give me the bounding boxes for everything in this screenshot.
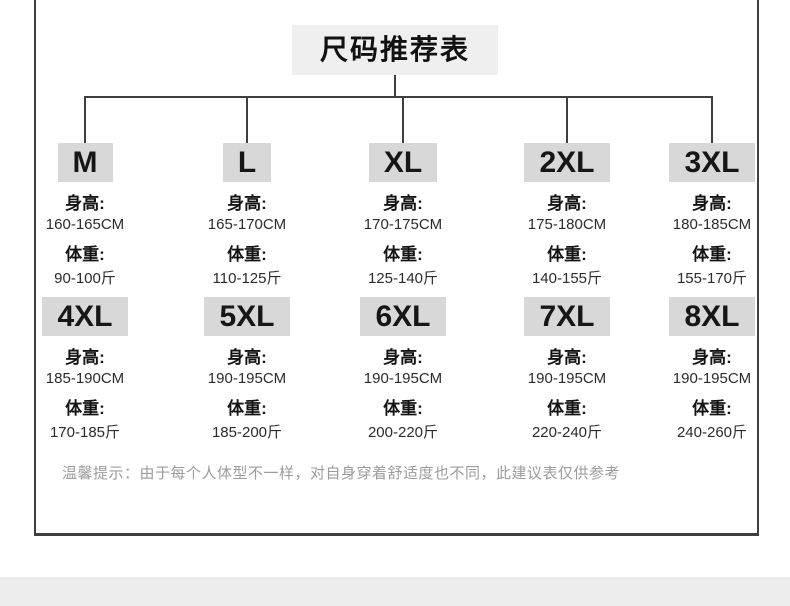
size-col-xl: XL 身高: 170-175CM 体重: 125-140斤: [328, 143, 478, 288]
height-label: 身高:: [65, 194, 105, 213]
height-label: 身高:: [227, 348, 267, 367]
height-value: 160-165CM: [45, 216, 125, 233]
size-col-5xl: 5XL 身高: 190-195CM 体重: 185-200斤: [172, 297, 322, 442]
size-chart-frame: [34, 0, 759, 536]
weight-value: 155-170斤: [676, 270, 748, 287]
size-badge: 3XL: [669, 143, 755, 182]
height-label: 身高:: [383, 194, 423, 213]
weight-value: 170-185斤: [49, 424, 121, 441]
weight-value: 200-220斤: [367, 424, 439, 441]
height-value: 175-180CM: [527, 216, 607, 233]
weight-label: 体重:: [227, 399, 267, 418]
height-label: 身高:: [547, 194, 587, 213]
height-label: 身高:: [65, 348, 105, 367]
size-badge: 4XL: [42, 297, 128, 336]
weight-label: 体重:: [65, 399, 105, 418]
bottom-divider-bar: [0, 577, 790, 606]
height-value: 190-195CM: [207, 370, 287, 387]
connector-drop-2xl: [566, 98, 568, 144]
height-value: 165-170CM: [207, 216, 287, 233]
connector-drop-m: [84, 98, 86, 144]
weight-label: 体重:: [227, 245, 267, 264]
weight-value: 125-140斤: [367, 270, 439, 287]
weight-value: 185-200斤: [211, 424, 283, 441]
weight-value: 220-240斤: [531, 424, 603, 441]
weight-value: 110-125斤: [212, 270, 282, 287]
weight-label: 体重:: [547, 399, 587, 418]
height-value: 180-185CM: [672, 216, 752, 233]
weight-label: 体重:: [692, 245, 732, 264]
weight-label: 体重:: [383, 399, 423, 418]
size-col-2xl: 2XL 身高: 175-180CM 体重: 140-155斤: [492, 143, 642, 288]
weight-value: 90-100斤: [54, 270, 116, 287]
size-badge: 5XL: [204, 297, 290, 336]
size-badge: 6XL: [360, 297, 446, 336]
chart-title: 尺码推荐表: [292, 25, 498, 75]
weight-label: 体重:: [383, 245, 423, 264]
weight-label: 体重:: [547, 245, 587, 264]
connector-horizontal-line: [84, 96, 713, 98]
size-badge: XL: [368, 143, 438, 182]
height-value: 190-195CM: [363, 370, 443, 387]
connector-drop-l: [246, 98, 248, 144]
size-badge: L: [222, 143, 272, 182]
disclaimer-note: 温馨提示：由于每个人体型不一样，对自身穿着舒适度也不同，此建议表仅供参考: [62, 465, 621, 482]
size-col-3xl: 3XL 身高: 180-185CM 体重: 155-170斤: [637, 143, 787, 288]
height-label: 身高:: [692, 194, 732, 213]
size-col-l: L 身高: 165-170CM 体重: 110-125斤: [172, 143, 322, 288]
height-label: 身高:: [692, 348, 732, 367]
size-col-6xl: 6XL 身高: 190-195CM 体重: 200-220斤: [328, 297, 478, 442]
size-badge: M: [57, 143, 113, 182]
height-value: 190-195CM: [527, 370, 607, 387]
size-badge: 8XL: [669, 297, 755, 336]
height-value: 185-190CM: [45, 370, 125, 387]
height-label: 身高:: [227, 194, 267, 213]
connector-root-line: [394, 75, 396, 96]
size-col-m: M 身高: 160-165CM 体重: 90-100斤: [10, 143, 160, 288]
size-col-7xl: 7XL 身高: 190-195CM 体重: 220-240斤: [492, 297, 642, 442]
size-badge: 2XL: [524, 143, 610, 182]
size-col-4xl: 4XL 身高: 185-190CM 体重: 170-185斤: [10, 297, 160, 442]
weight-value: 240-260斤: [676, 424, 748, 441]
size-badge: 7XL: [524, 297, 610, 336]
connector-drop-3xl: [711, 98, 713, 144]
weight-value: 140-155斤: [531, 270, 603, 287]
height-label: 身高:: [383, 348, 423, 367]
size-col-8xl: 8XL 身高: 190-195CM 体重: 240-260斤: [637, 297, 787, 442]
height-label: 身高:: [547, 348, 587, 367]
weight-label: 体重:: [65, 245, 105, 264]
weight-label: 体重:: [692, 399, 732, 418]
connector-drop-xl: [402, 98, 404, 144]
height-value: 170-175CM: [363, 216, 443, 233]
height-value: 190-195CM: [672, 370, 752, 387]
